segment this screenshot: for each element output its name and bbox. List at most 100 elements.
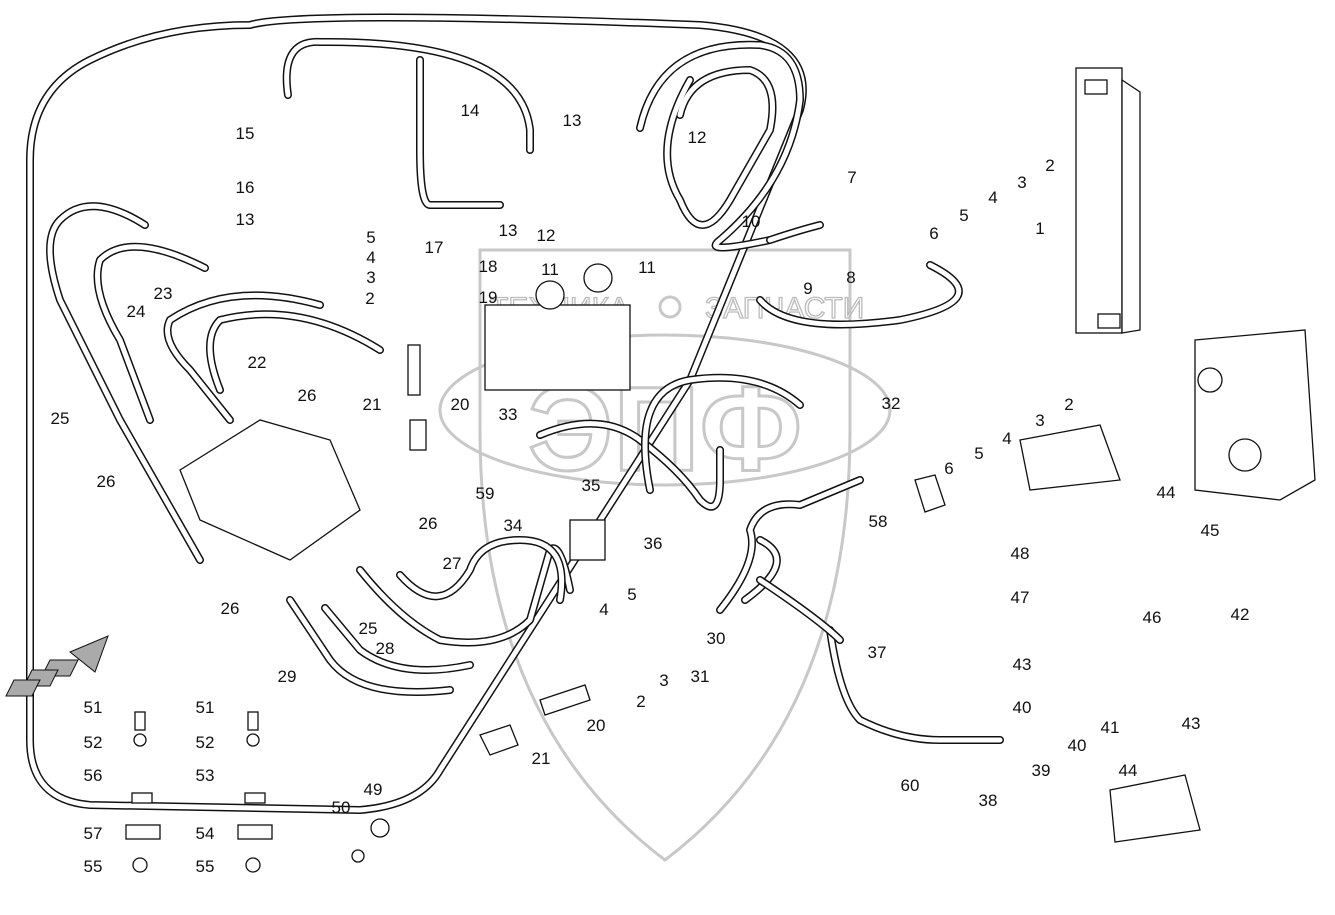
part-label: 41 bbox=[1101, 718, 1120, 737]
part-label: 10 bbox=[742, 212, 761, 231]
part-label: 3 bbox=[1017, 173, 1026, 192]
components bbox=[125, 67, 1316, 873]
hose bbox=[664, 67, 775, 228]
part-label: 59 bbox=[476, 484, 495, 503]
part-label: 52 bbox=[196, 733, 215, 752]
hose-outline bbox=[716, 476, 864, 614]
part-label: 26 bbox=[97, 472, 116, 491]
part-label: 31 bbox=[691, 667, 710, 686]
part-label: 47 bbox=[1011, 588, 1030, 607]
part-label: 53 bbox=[196, 766, 215, 785]
part-label: 25 bbox=[51, 409, 70, 428]
hose-outline bbox=[282, 37, 534, 154]
hose bbox=[165, 292, 323, 423]
part-label: 20 bbox=[451, 395, 470, 414]
hose bbox=[27, 15, 806, 813]
hose bbox=[637, 42, 803, 250]
part-label: 2 bbox=[1064, 395, 1073, 414]
part-label: 2 bbox=[1045, 156, 1054, 175]
part-label: 52 bbox=[84, 733, 103, 752]
part-label: 46 bbox=[1143, 608, 1162, 627]
part-label: 4 bbox=[1002, 429, 1011, 448]
part-label: 12 bbox=[537, 226, 556, 245]
part-label: 58 bbox=[869, 512, 888, 531]
part-label: 3 bbox=[1035, 411, 1044, 430]
part-label: 3 bbox=[659, 671, 668, 690]
hose bbox=[322, 605, 473, 673]
hose bbox=[742, 537, 780, 603]
part-label: 40 bbox=[1013, 698, 1032, 717]
part-label: 26 bbox=[221, 599, 240, 618]
hose bbox=[537, 421, 723, 510]
hydraulic-tank bbox=[484, 304, 631, 391]
part-label: 36 bbox=[644, 534, 663, 553]
part-label: 55 bbox=[84, 857, 103, 876]
hose bbox=[642, 375, 803, 493]
transmission-housing bbox=[1194, 329, 1316, 501]
part-label: 2 bbox=[636, 692, 645, 711]
part-label: 37 bbox=[868, 643, 887, 662]
part-label: 13 bbox=[236, 210, 255, 229]
part-label: 56 bbox=[84, 766, 103, 785]
part-label: 44 bbox=[1157, 483, 1176, 502]
hose bbox=[717, 477, 863, 613]
hose bbox=[827, 627, 1003, 743]
part-label: 5 bbox=[974, 444, 983, 463]
part-label: 49 bbox=[364, 780, 383, 799]
part-label: 29 bbox=[278, 667, 297, 686]
part-label: 5 bbox=[627, 585, 636, 604]
part-label: 24 bbox=[127, 302, 146, 321]
hose bbox=[397, 537, 565, 603]
part-label: 9 bbox=[803, 279, 812, 298]
hose bbox=[95, 244, 208, 423]
part-label: 33 bbox=[499, 405, 518, 424]
part-label: 48 bbox=[1011, 544, 1030, 563]
control-valve-block bbox=[1019, 424, 1121, 491]
hose-outline bbox=[286, 596, 454, 696]
part-label: 34 bbox=[504, 516, 523, 535]
part-label: 39 bbox=[1032, 761, 1051, 780]
part-label: 19 bbox=[479, 288, 498, 307]
part-label: 22 bbox=[248, 353, 267, 372]
part-label: 43 bbox=[1013, 655, 1032, 674]
valve-block bbox=[569, 519, 606, 561]
part-label: 17 bbox=[425, 238, 444, 257]
part-label: 6 bbox=[929, 224, 938, 243]
hose bbox=[47, 203, 203, 563]
hose bbox=[287, 597, 453, 695]
part-label: 4 bbox=[366, 248, 375, 267]
part-label: 5 bbox=[366, 228, 375, 247]
pump-unit bbox=[1109, 774, 1201, 843]
part-label: 2 bbox=[365, 289, 374, 308]
hose bbox=[767, 222, 823, 243]
part-label: 13 bbox=[499, 221, 518, 240]
forward-arrow-icon bbox=[5, 635, 109, 697]
part-label: 3 bbox=[366, 268, 375, 287]
hose bbox=[284, 39, 533, 153]
part-label: 38 bbox=[979, 791, 998, 810]
part-label: 15 bbox=[236, 124, 255, 143]
hoses bbox=[26, 13, 1004, 814]
part-label: 51 bbox=[196, 698, 215, 717]
part-label: 25 bbox=[359, 619, 378, 638]
part-label: 8 bbox=[846, 268, 855, 287]
part-label: 21 bbox=[363, 395, 382, 414]
part-label: 35 bbox=[582, 476, 601, 495]
part-label: 7 bbox=[847, 168, 856, 187]
part-label: 1 bbox=[1035, 219, 1044, 238]
hose-outline bbox=[826, 626, 1004, 744]
part-label: 18 bbox=[479, 257, 498, 276]
hose bbox=[357, 545, 573, 645]
part-label: 16 bbox=[236, 178, 255, 197]
part-label: 54 bbox=[196, 824, 215, 843]
part-label: 20 bbox=[587, 716, 606, 735]
part-label: 43 bbox=[1182, 714, 1201, 733]
part-label: 40 bbox=[1068, 736, 1087, 755]
part-label: 44 bbox=[1119, 761, 1138, 780]
part-label: 42 bbox=[1231, 605, 1250, 624]
part-label: 11 bbox=[638, 258, 656, 277]
part-label: 11 bbox=[541, 260, 559, 279]
part-label: 14 bbox=[461, 101, 480, 120]
